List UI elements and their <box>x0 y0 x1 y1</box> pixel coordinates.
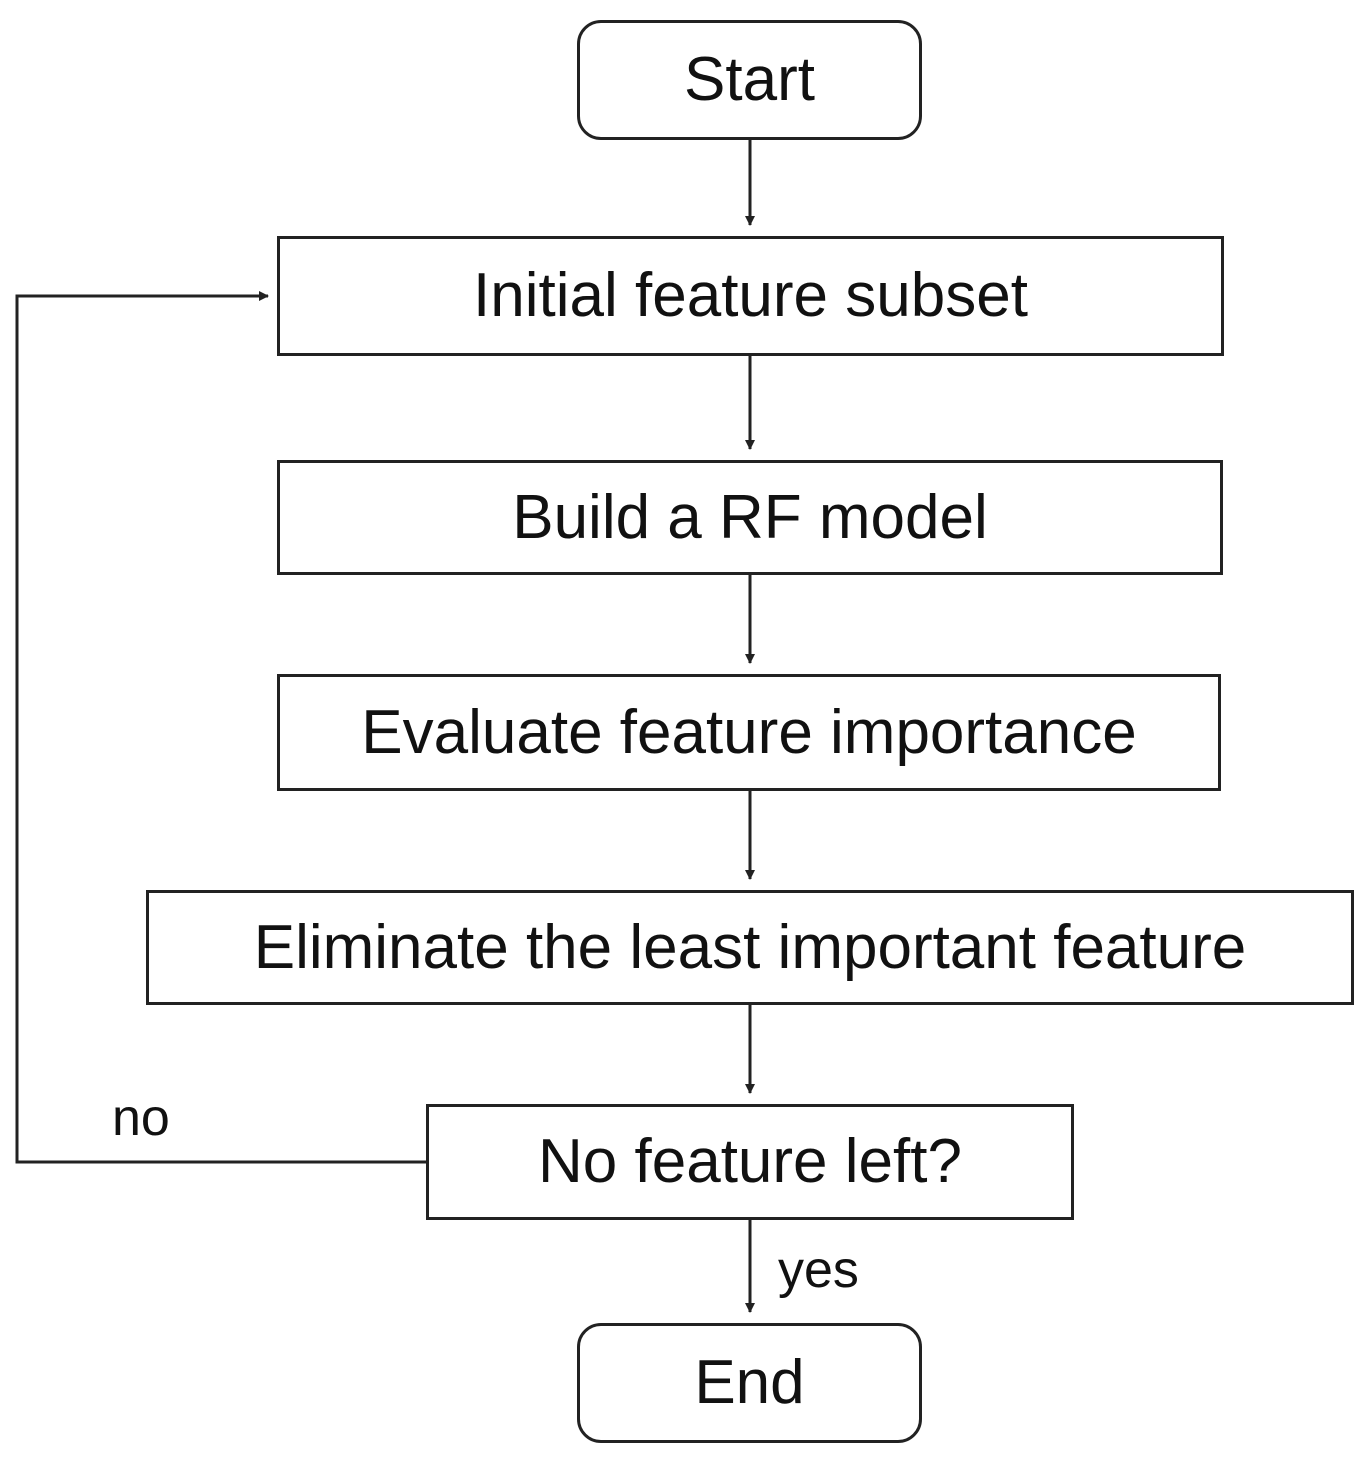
evaluate-feature-importance-box: Evaluate feature importance <box>277 674 1221 791</box>
yes-branch-label: yes <box>778 1241 859 1299</box>
end-label: End <box>694 1348 805 1417</box>
start-terminal: Start <box>577 20 922 140</box>
build-rf-model-box: Build a RF model <box>277 460 1223 575</box>
evaluate-feature-importance-label: Evaluate feature importance <box>361 697 1137 767</box>
initial-feature-subset-label: Initial feature subset <box>473 261 1028 330</box>
no-feature-left-label: No feature left? <box>538 1127 962 1196</box>
start-label: Start <box>684 45 815 114</box>
build-rf-model-label: Build a RF model <box>512 482 988 552</box>
eliminate-feature-label: Eliminate the least important feature <box>253 912 1247 982</box>
end-terminal: End <box>577 1323 922 1443</box>
eliminate-feature-box: Eliminate the least important feature <box>146 890 1354 1005</box>
loop-back-arrow <box>15 291 426 1164</box>
no-feature-left-decision: No feature left? <box>426 1104 1074 1220</box>
no-branch-label: no <box>112 1089 170 1147</box>
initial-feature-subset-box: Initial feature subset <box>277 236 1224 356</box>
